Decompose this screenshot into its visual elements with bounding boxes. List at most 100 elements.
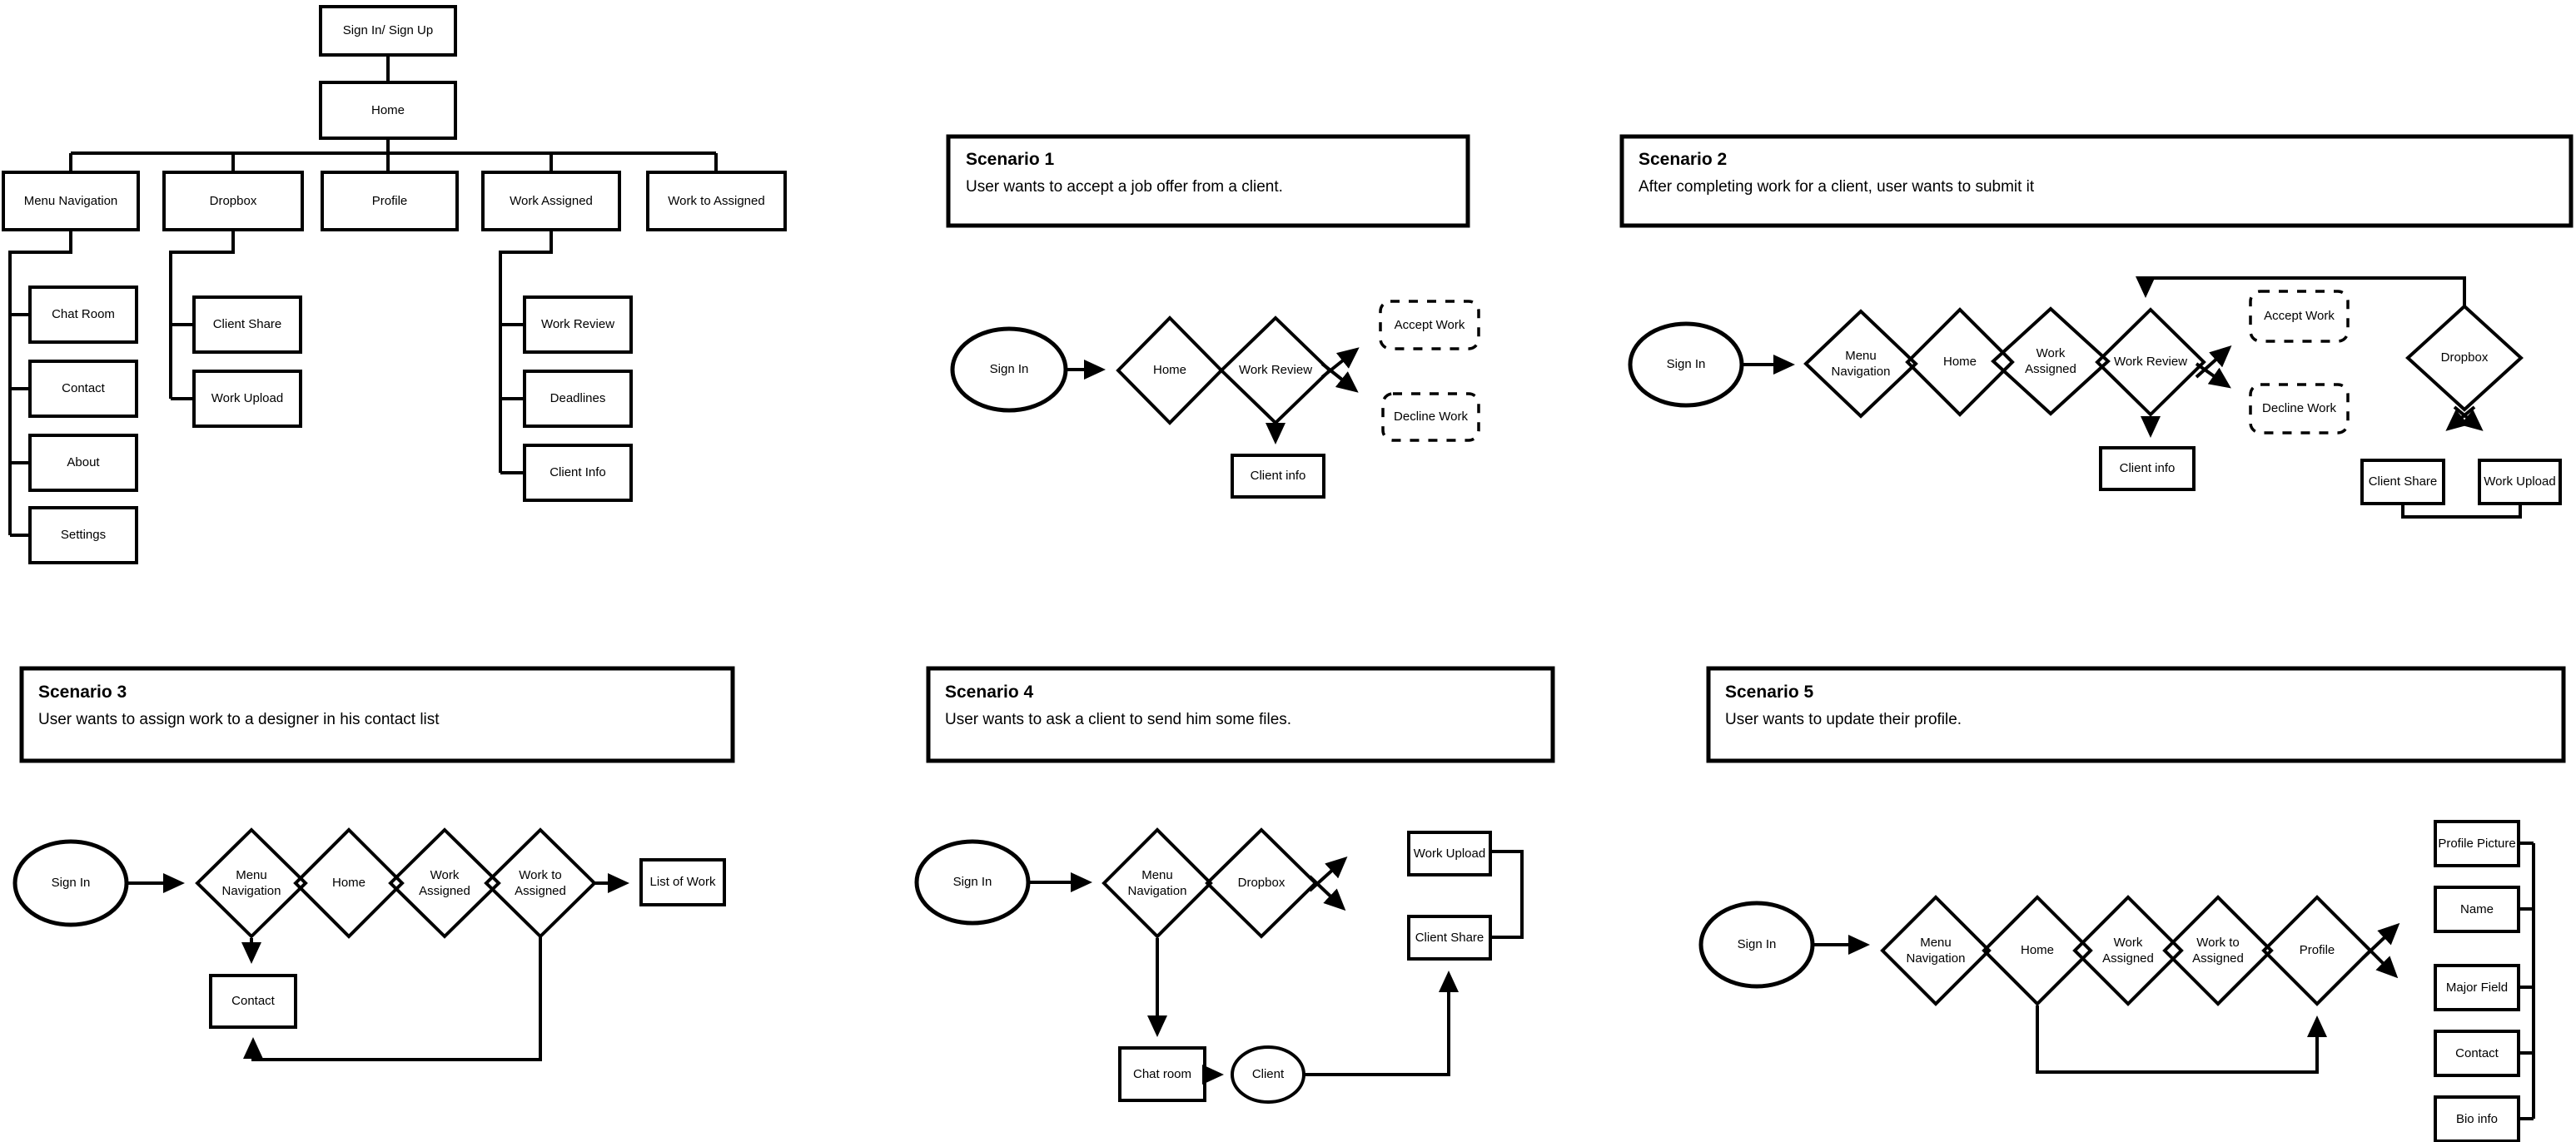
scenario-3-description: User wants to assign work to a designer …	[38, 711, 440, 728]
s2-node-decline-work[interactable]	[2249, 383, 2350, 434]
connector	[2361, 922, 2400, 960]
s2-node-accept-work[interactable]	[2249, 290, 2350, 343]
s2-label-home: Home	[1942, 355, 1977, 370]
s4-label-chat-room: Chat room	[1132, 1066, 1192, 1081]
scenario-2-title-box	[1619, 134, 2574, 228]
s2-node-client-share[interactable]	[2360, 459, 2445, 505]
tree-label-work-to-assigned: Work to Assigned	[668, 193, 765, 208]
s2-label-decline-work: Decline Work	[2262, 401, 2336, 416]
s2-node-sign-in[interactable]	[1628, 321, 1744, 408]
connector	[2195, 362, 2231, 389]
scenario-4-title-box	[926, 666, 1555, 763]
s1-node-accept-work[interactable]	[1379, 300, 1480, 350]
connector	[1320, 347, 1360, 379]
s5-node-work-to-assigned[interactable]	[2162, 895, 2274, 1006]
s5-node-sign-in[interactable]	[1698, 901, 1815, 989]
scenario-4-title: Scenario 4	[945, 683, 1034, 702]
s2-label-sign-in: Sign In	[1666, 357, 1706, 372]
s3-node-work-assigned[interactable]	[388, 827, 501, 939]
s2-node-client-info[interactable]	[2099, 446, 2196, 491]
tree-label-profile: Profile	[371, 193, 408, 208]
s3-node-sign-in[interactable]	[12, 839, 129, 927]
s2-label-menu-navigation: Menu Navigation	[1831, 348, 1891, 380]
s5-label-sign-in: Sign In	[1737, 937, 1777, 952]
connector	[1320, 362, 1359, 393]
connector	[2401, 505, 2522, 519]
s2-node-work-assigned[interactable]	[1991, 306, 2111, 416]
connector	[2361, 941, 2399, 979]
s5-node-home[interactable]	[1982, 895, 2093, 1006]
s5-node-menu-navigation[interactable]	[1880, 895, 1992, 1006]
s3-node-list-of-work[interactable]	[639, 858, 726, 906]
s4-label-work-upload: Work Upload	[1413, 846, 1486, 861]
tree-label-sign-in-sign-up: Sign In/ Sign Up	[342, 23, 434, 38]
s1-label-home: Home	[1152, 363, 1186, 378]
connector	[2195, 345, 2232, 379]
scenario-5	[1698, 666, 2566, 1142]
s2-label-work-review: Work Review	[2113, 355, 2188, 370]
s2-label-work-assigned: Work Assigned	[2025, 345, 2076, 377]
s2-label-work-upload: Work Upload	[2484, 474, 2556, 489]
connector	[8, 230, 72, 535]
s1-node-sign-in[interactable]	[950, 326, 1068, 413]
tree-label-client-share: Client Share	[212, 317, 282, 332]
tree-label-work-assigned: Work Assigned	[510, 193, 593, 208]
scenario-1-title: Scenario 1	[966, 150, 1055, 169]
connector	[1490, 850, 1524, 939]
s2-node-home[interactable]	[1905, 307, 2015, 417]
s5-label-work-assigned: Work Assigned	[2102, 935, 2154, 966]
s3-label-contact: Contact	[231, 994, 275, 1009]
s3-node-menu-navigation[interactable]	[195, 827, 308, 939]
tree-label-contact: Contact	[62, 381, 105, 396]
s5-label-profile-picture: Profile Picture	[2438, 836, 2516, 851]
s4-node-work-upload[interactable]	[1407, 831, 1492, 876]
s2-label-client-info: Client info	[2119, 461, 2176, 476]
s5-label-menu-navigation: Menu Navigation	[1906, 935, 1966, 966]
tree-label-deadlines: Deadlines	[550, 391, 606, 406]
scenario-2-title: Scenario 2	[1639, 150, 1728, 169]
s1-label-accept-work: Accept Work	[1394, 317, 1465, 332]
s5-label-profile: Profile	[2299, 943, 2335, 958]
s1-label-client-info: Client info	[1250, 469, 1306, 484]
scenario-3-title: Scenario 3	[38, 683, 127, 702]
s5-label-home: Home	[2020, 943, 2054, 958]
s2-node-work-upload[interactable]	[2478, 459, 2562, 505]
s3-label-work-assigned: Work Assigned	[419, 867, 470, 899]
tree-label-home: Home	[370, 102, 405, 117]
scenario-3-title-box	[19, 666, 735, 763]
s1-node-decline-work[interactable]	[1381, 392, 1480, 442]
s3-label-sign-in: Sign In	[51, 876, 91, 891]
s5-label-contact: Contact	[2455, 1045, 2499, 1060]
connector	[2445, 405, 2476, 431]
s1-label-work-review: Work Review	[1238, 363, 1313, 378]
connector	[2036, 1005, 2327, 1074]
s3-node-contact[interactable]	[209, 974, 297, 1029]
s3-label-list-of-work: List of Work	[649, 875, 716, 890]
s4-node-menu-navigation[interactable]	[1102, 827, 1213, 939]
s4-label-client: Client	[1251, 1067, 1285, 1082]
s4-label-sign-in: Sign In	[952, 875, 992, 890]
tree-label-work-review: Work Review	[540, 317, 615, 332]
s5-label-name: Name	[2459, 901, 2494, 916]
s2-node-menu-navigation[interactable]	[1803, 309, 1918, 419]
s1-node-client-info[interactable]	[1231, 454, 1325, 499]
tree-label-settings: Settings	[60, 528, 107, 543]
scenario-2-description: After completing work for a client, user…	[1639, 178, 2035, 196]
scenario-5-description: User wants to update their profile.	[1725, 711, 1962, 728]
connector	[1308, 875, 1346, 911]
connector	[1308, 856, 1348, 892]
s5-node-work-assigned[interactable]	[2072, 895, 2184, 1006]
s2-node-dropbox[interactable]	[2405, 304, 2524, 412]
scenario-5-title: Scenario 5	[1725, 683, 1814, 702]
scenario-4-description: User wants to ask a client to send him s…	[945, 711, 1292, 728]
s2-label-dropbox: Dropbox	[2440, 350, 2489, 365]
tree-label-work-upload: Work Upload	[211, 391, 284, 406]
scenario-1-title-box	[946, 134, 1470, 228]
s2-node-work-review[interactable]	[2095, 307, 2206, 417]
s4-label-dropbox: Dropbox	[1237, 876, 1286, 891]
connector	[2136, 276, 2466, 306]
s3-node-home[interactable]	[293, 827, 405, 939]
s4-node-sign-in[interactable]	[914, 839, 1031, 926]
